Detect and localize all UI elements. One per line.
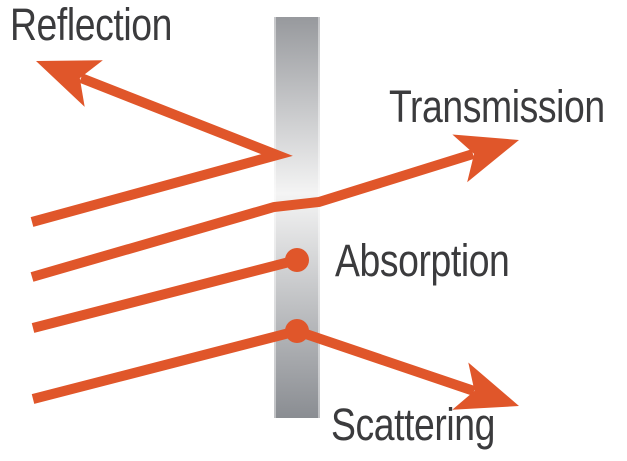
reflection-label: Reflection <box>10 0 172 50</box>
slab-right-edge-highlight <box>318 17 320 418</box>
reflection-ray <box>30 73 293 227</box>
scattering-label: Scattering <box>331 399 496 450</box>
transmission-ray <box>30 149 475 282</box>
absorption-label: Absorption <box>335 235 510 286</box>
transmission-label: Transmission <box>389 81 605 132</box>
absorption-ray <box>31 255 299 333</box>
light-rays <box>30 73 476 404</box>
scattering-dot-icon <box>285 319 309 343</box>
slab-left-edge-highlight <box>274 17 276 418</box>
interaction-dots <box>285 248 309 343</box>
material-slab <box>274 17 320 418</box>
absorption-dot-icon <box>285 248 309 272</box>
